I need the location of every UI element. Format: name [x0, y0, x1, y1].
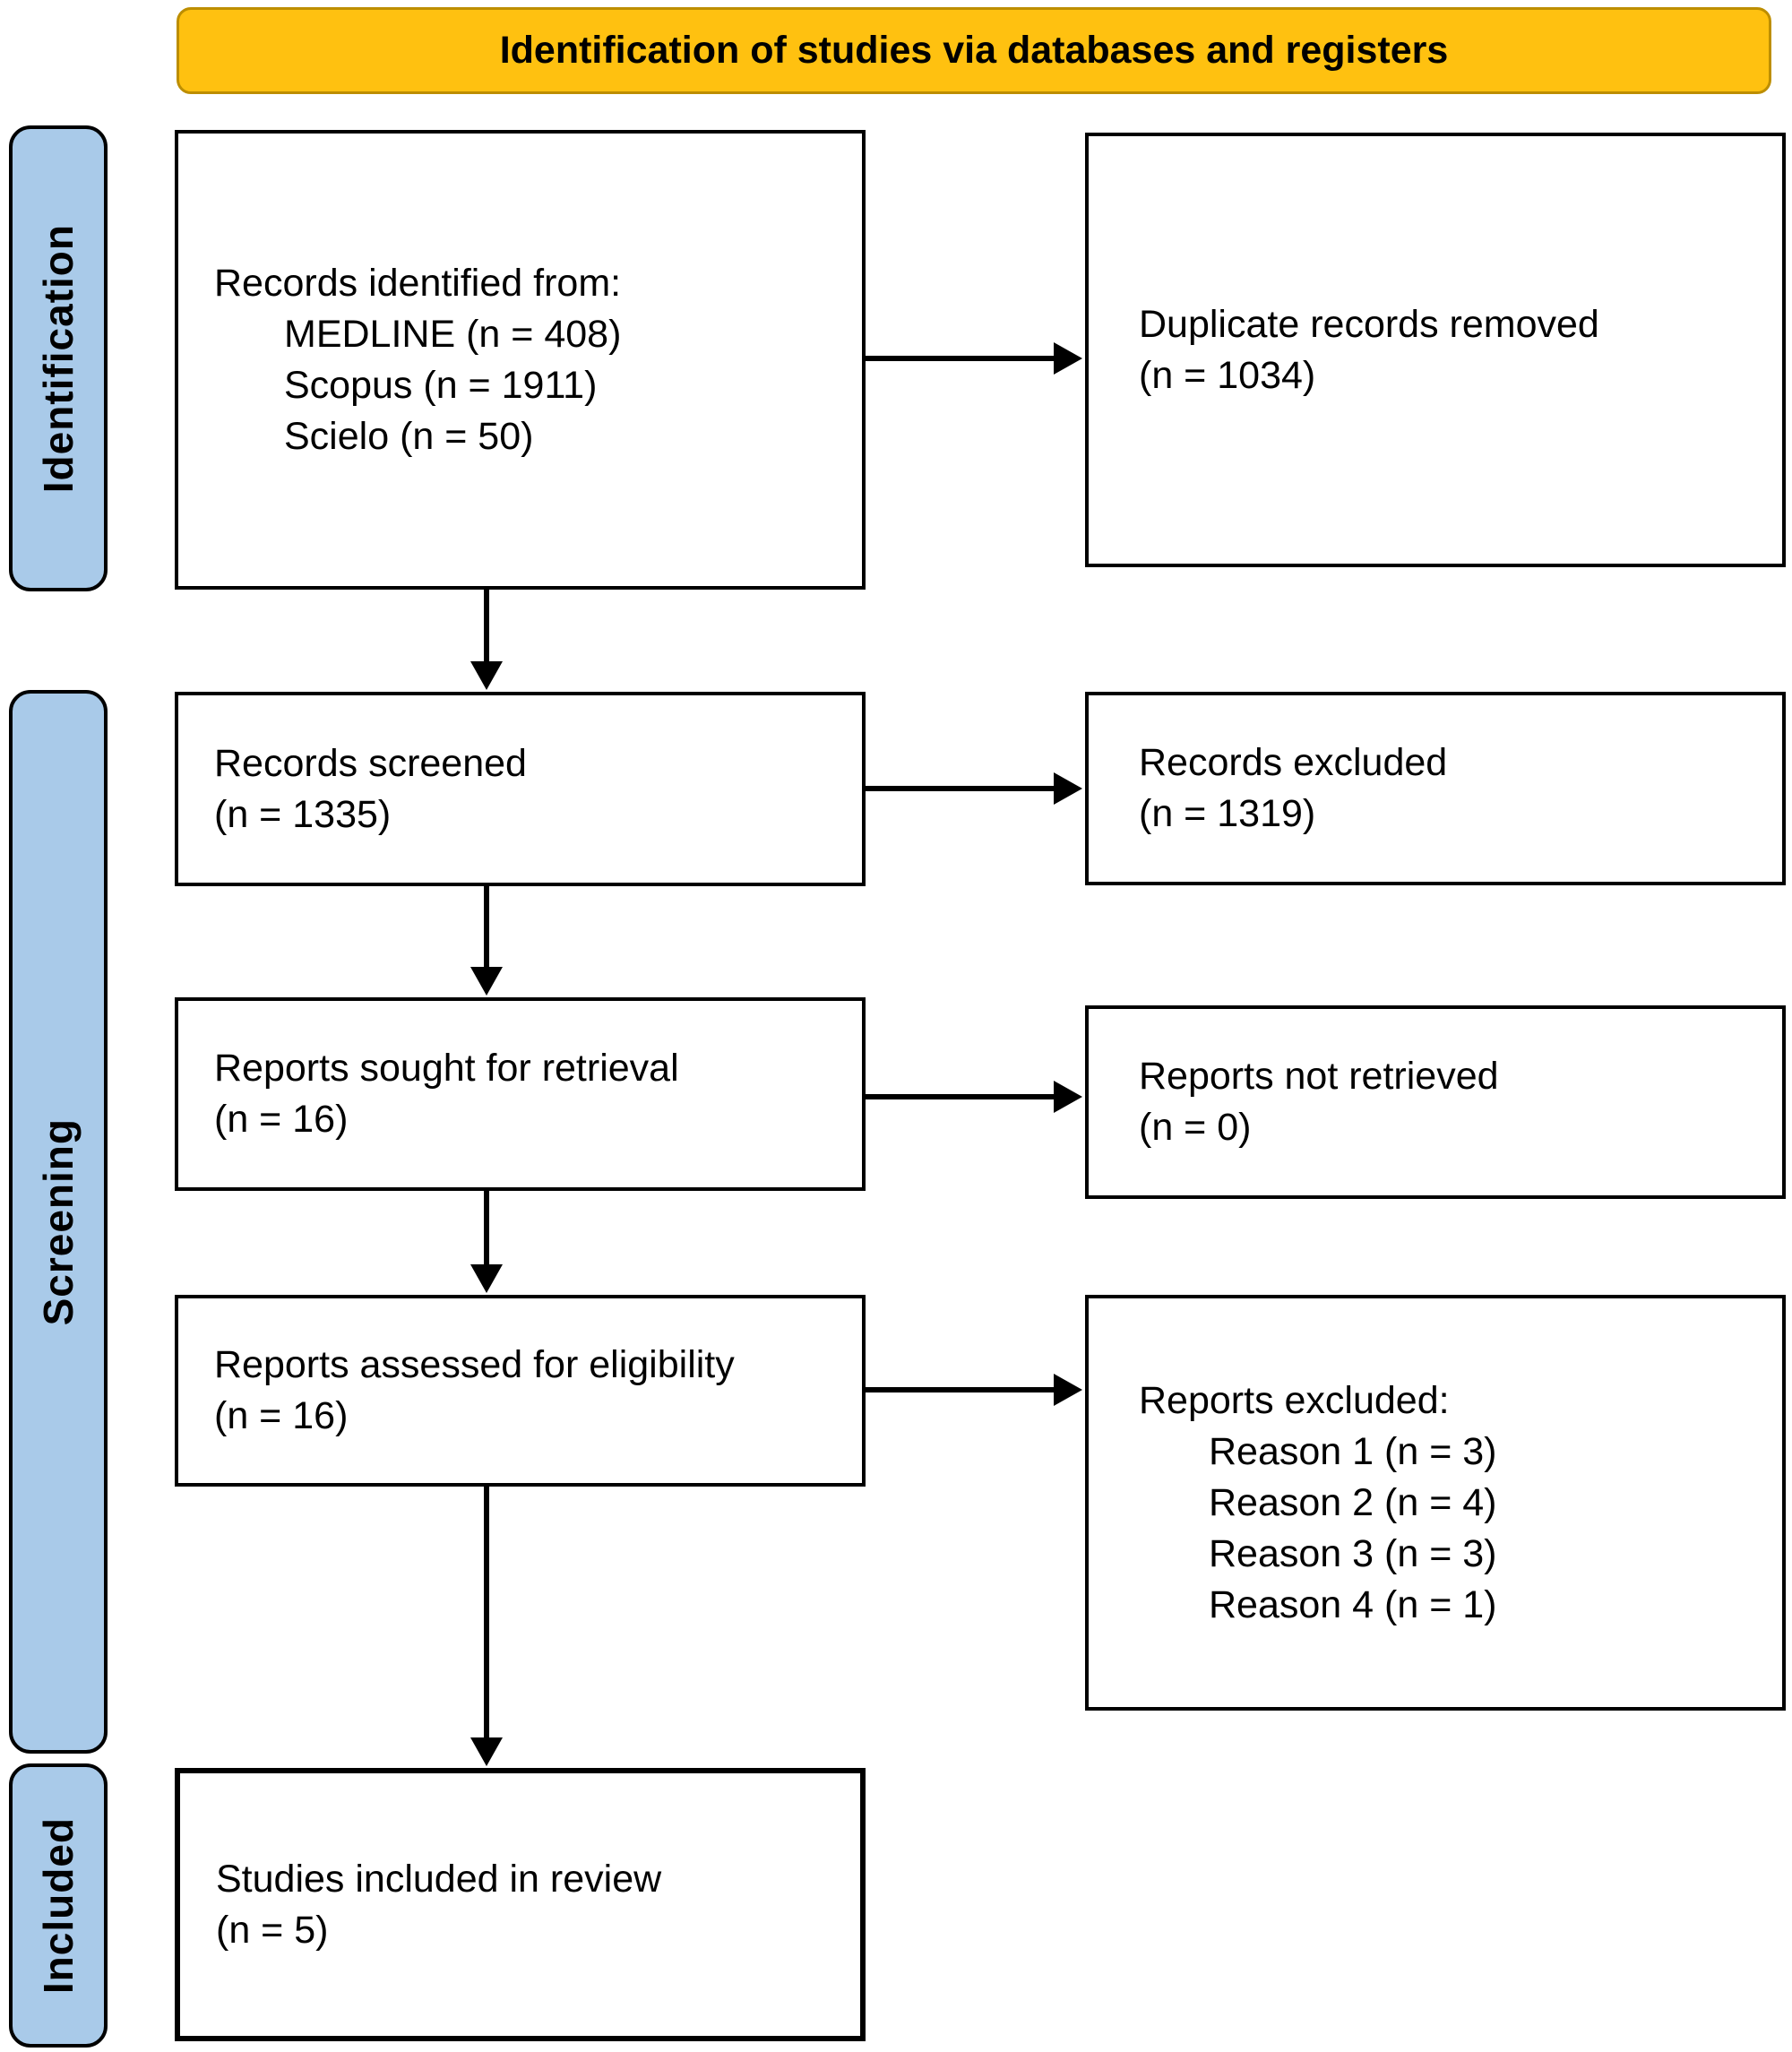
records-identified-source-medline: MEDLINE (n = 408)	[284, 312, 622, 356]
reports-not-retrieved-label: Reports not retrieved	[1139, 1055, 1499, 1098]
reports-excluded-reason-2: Reason 2 (n = 4)	[1209, 1480, 1497, 1524]
reports-not-retrieved-count: (n = 0)	[1139, 1106, 1252, 1149]
arrow-screened-to-excluded	[866, 772, 1082, 805]
duplicates-removed-count: (n = 1034)	[1139, 353, 1316, 397]
stage-included: Included	[9, 1763, 108, 2048]
box-reports-assessed: Reports assessed for eligibility (n = 16…	[175, 1295, 866, 1487]
reports-assessed-count: (n = 16)	[214, 1394, 349, 1437]
box-records-identified: Records identified from: MEDLINE (n = 40…	[175, 130, 866, 590]
records-identified-source-scielo: Scielo (n = 50)	[284, 414, 534, 458]
stage-screening-label: Screening	[35, 1117, 82, 1326]
arrow-assessed-to-reports-excluded	[866, 1374, 1082, 1406]
stage-included-label: Included	[35, 1816, 82, 1995]
studies-included-label: Studies included in review	[216, 1857, 662, 1901]
records-excluded-label: Records excluded	[1139, 741, 1448, 784]
studies-included-count: (n = 5)	[216, 1908, 329, 1952]
records-screened-count: (n = 1335)	[214, 792, 392, 836]
arrow-sought-to-not-retrieved	[866, 1081, 1082, 1113]
stage-identification: Identification	[9, 125, 108, 591]
records-screened-label: Records screened	[214, 741, 527, 785]
stage-identification-label: Identification	[35, 223, 82, 494]
box-records-excluded: Records excluded (n = 1319)	[1085, 692, 1786, 885]
reports-excluded-reason-4: Reason 4 (n = 1)	[1209, 1582, 1497, 1626]
records-excluded-count: (n = 1319)	[1139, 792, 1316, 835]
reports-excluded-reason-3: Reason 3 (n = 3)	[1209, 1531, 1497, 1575]
banner-title: Identification of studies via databases …	[499, 29, 1449, 72]
arrow-identified-to-duplicates	[866, 342, 1082, 375]
box-duplicate-records-removed: Duplicate records removed (n = 1034)	[1085, 133, 1786, 567]
banner: Identification of studies via databases …	[177, 7, 1771, 94]
arrow-identified-to-screened	[470, 590, 503, 690]
arrow-sought-to-assessed	[470, 1190, 503, 1293]
reports-sought-label: Reports sought for retrieval	[214, 1047, 679, 1090]
box-reports-not-retrieved: Reports not retrieved (n = 0)	[1085, 1005, 1786, 1199]
stage-screening: Screening	[9, 690, 108, 1754]
reports-excluded-reason-1: Reason 1 (n = 3)	[1209, 1429, 1497, 1473]
arrow-screened-to-sought	[470, 885, 503, 996]
arrow-assessed-to-included	[470, 1486, 503, 1766]
records-identified-heading: Records identified from:	[214, 261, 622, 305]
box-reports-sought: Reports sought for retrieval (n = 16)	[175, 997, 866, 1191]
reports-excluded-heading: Reports excluded:	[1139, 1378, 1450, 1422]
box-records-screened: Records screened (n = 1335)	[175, 692, 866, 886]
duplicates-removed-label: Duplicate records removed	[1139, 302, 1599, 346]
reports-assessed-label: Reports assessed for eligibility	[214, 1343, 735, 1386]
records-identified-source-scopus: Scopus (n = 1911)	[284, 363, 598, 407]
box-reports-excluded: Reports excluded: Reason 1 (n = 3) Reaso…	[1085, 1295, 1786, 1711]
box-studies-included: Studies included in review (n = 5)	[175, 1768, 866, 2041]
reports-sought-count: (n = 16)	[214, 1098, 349, 1141]
